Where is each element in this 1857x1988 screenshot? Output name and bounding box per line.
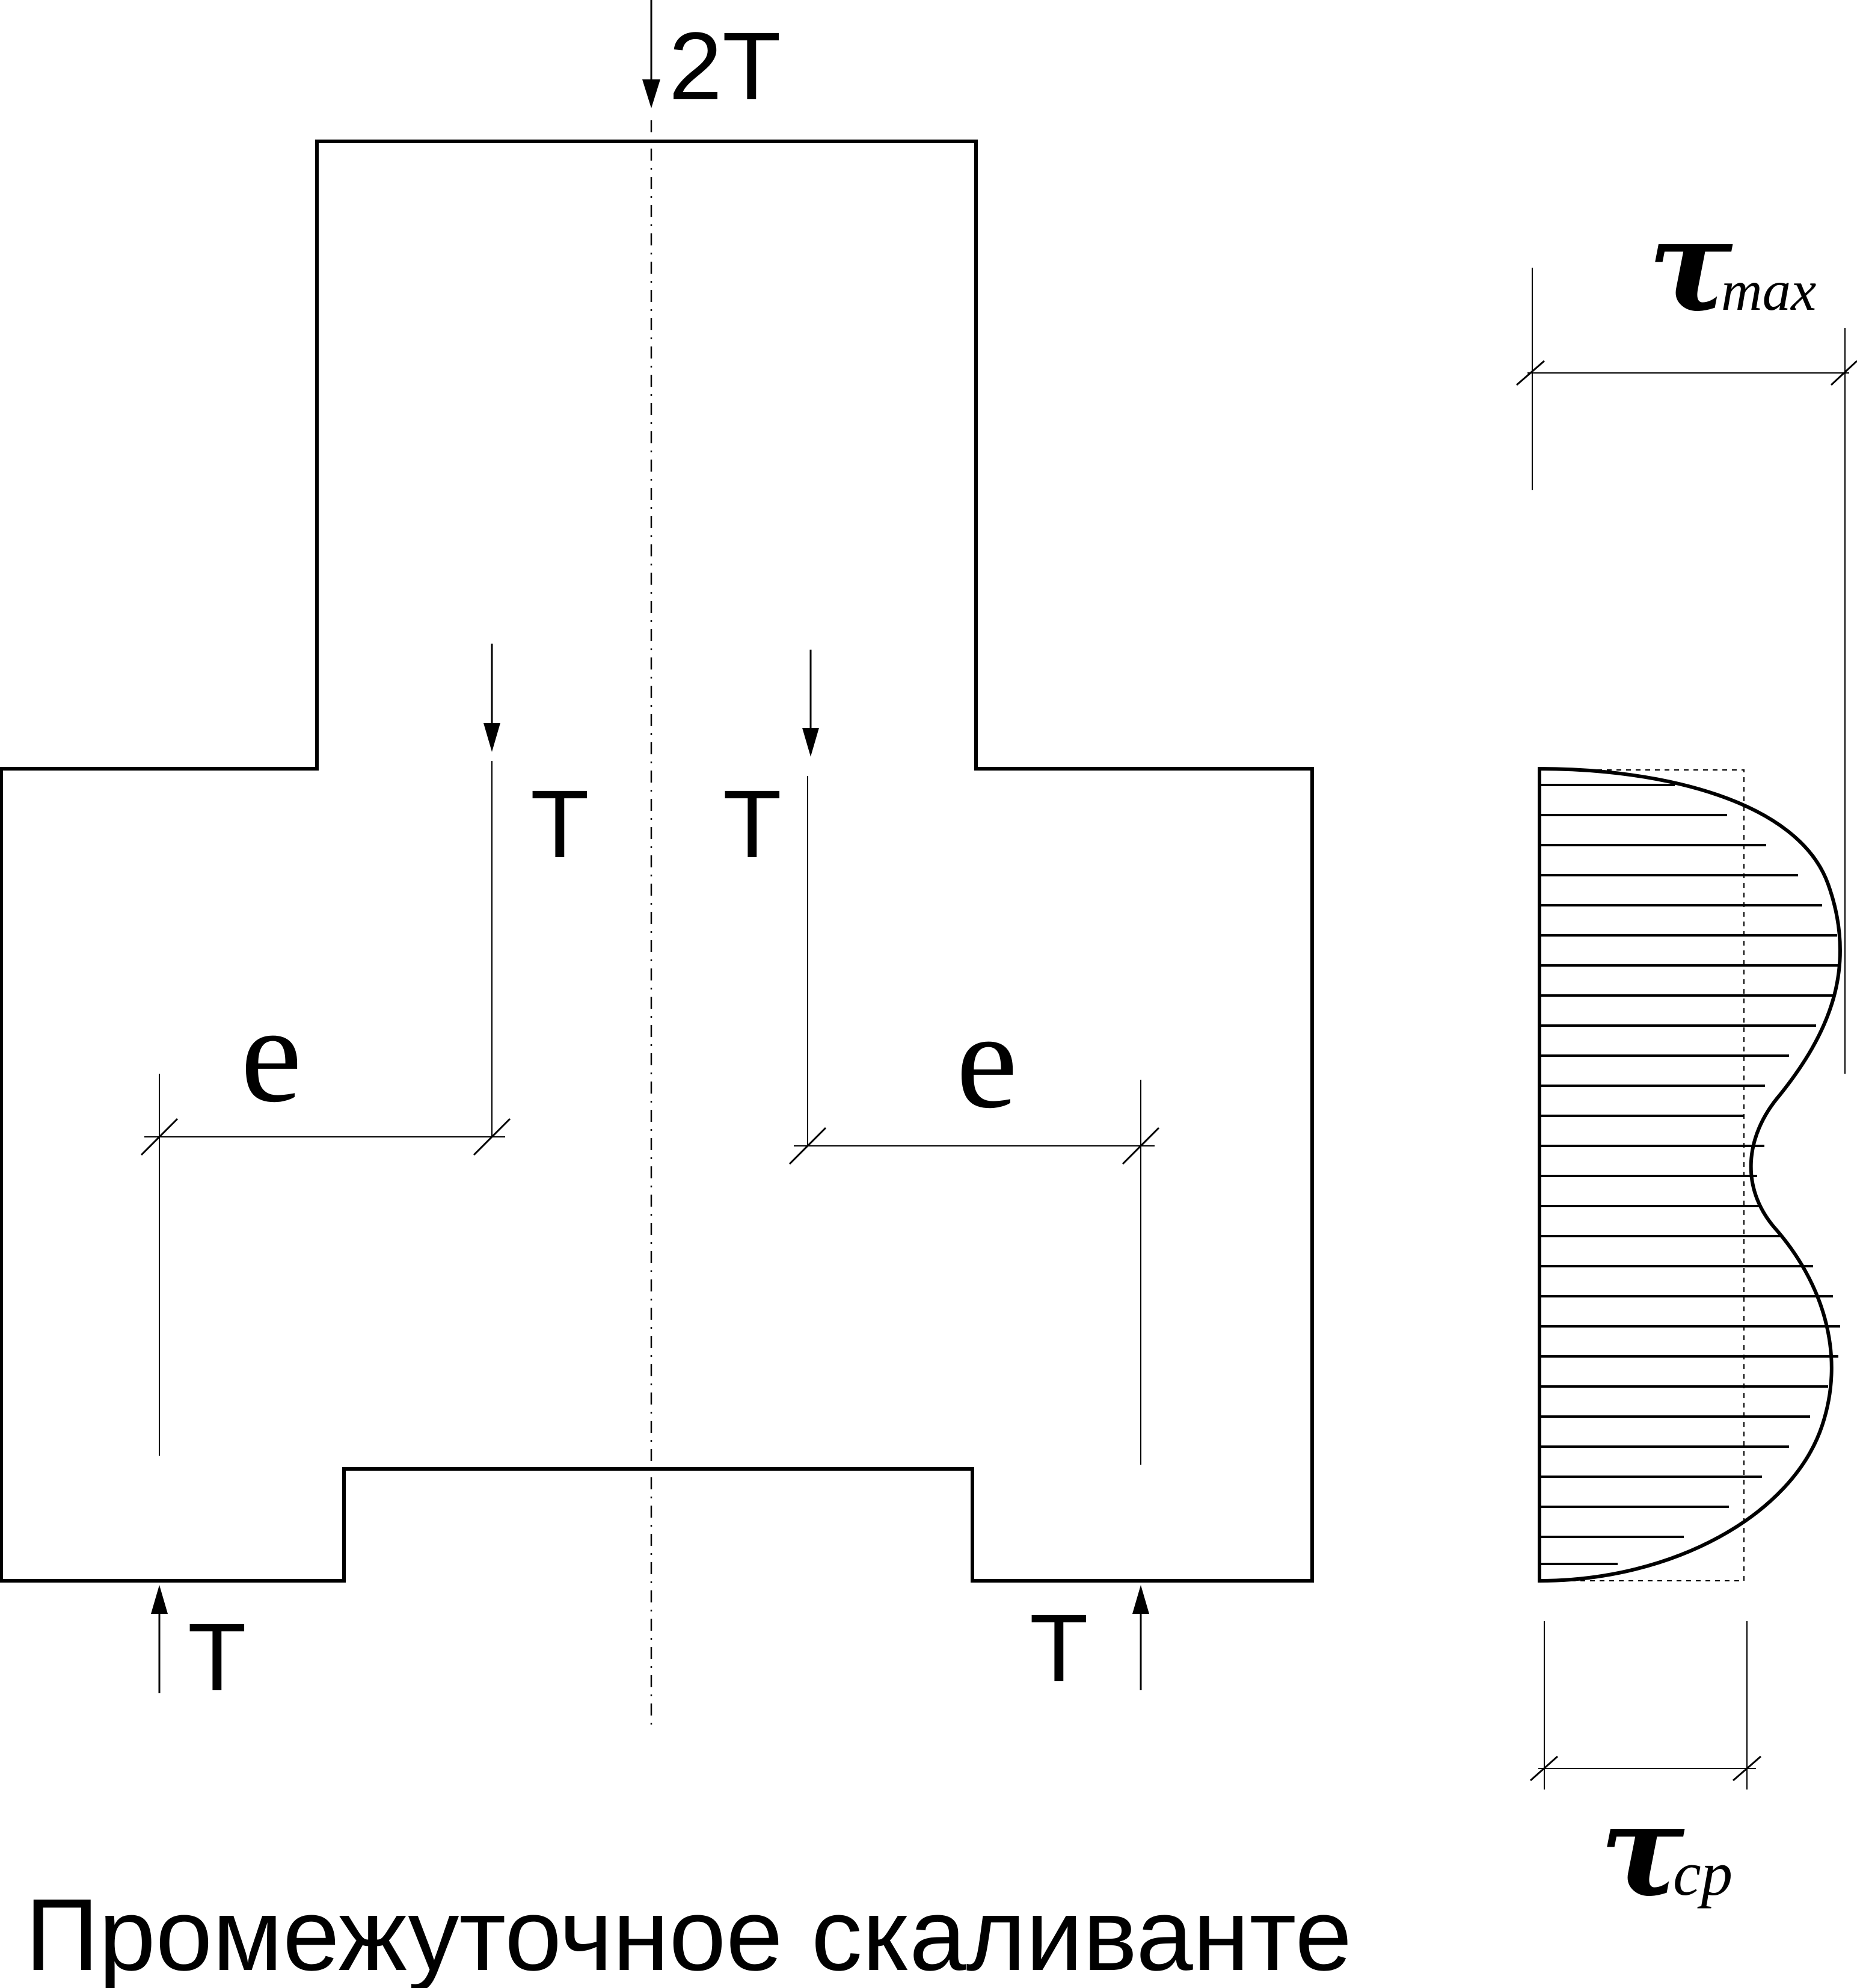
caption: Промежуточное скаливанте [25, 1878, 1352, 1988]
shear-stress-epure [1538, 766, 1842, 1583]
tau-max-dimension [1516, 268, 1857, 1074]
eccentricity-right-label: e [956, 983, 1018, 1137]
inner-force-right-arrow [802, 650, 819, 757]
inner-force-right-label: T [723, 770, 782, 878]
body-outline [0, 140, 1314, 1583]
tau-average-dimension [1530, 1621, 1761, 1790]
bottom-force-right-arrow [1132, 1585, 1149, 1690]
bottom-force-right-label: T [1030, 1594, 1088, 1702]
inner-force-left-label: T [530, 770, 589, 878]
bottom-force-left-arrow [151, 1585, 168, 1693]
epure-hatching [1539, 784, 1840, 1565]
bottom-force-left-label: T [188, 1603, 247, 1711]
top-force-arrow [642, 0, 660, 108]
tau-max-subscript: max [1721, 259, 1816, 322]
top-force-label: 2T [669, 12, 781, 120]
epure-curve [1538, 766, 1842, 1583]
tau-max-symbol: τ [1648, 191, 1733, 340]
eccentricity-left-label: e [241, 977, 302, 1131]
inner-force-left-arrow [483, 644, 500, 752]
eccentricity-left-dimension [140, 761, 511, 1456]
eccentricity-right-dimension [788, 776, 1160, 1465]
tau-average-subscript: ср [1673, 1838, 1733, 1909]
tau-average-symbol: τ [1600, 1776, 1685, 1925]
